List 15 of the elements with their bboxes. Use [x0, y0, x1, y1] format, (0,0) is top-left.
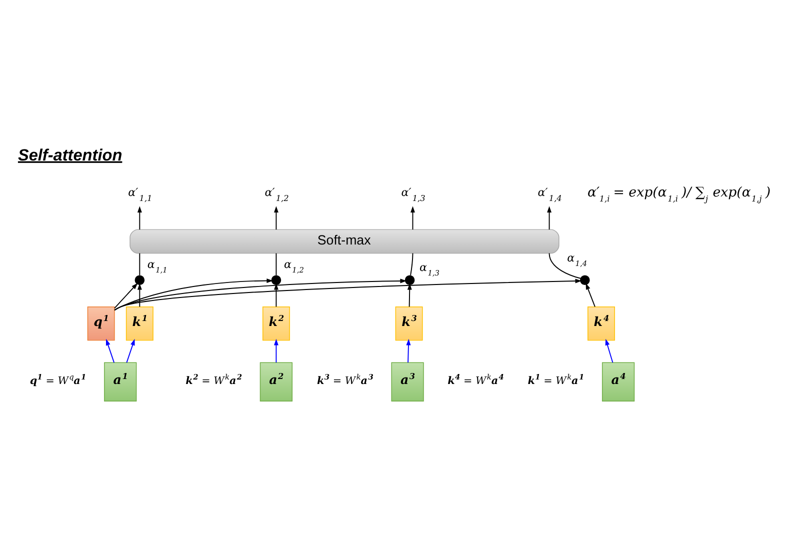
label: k$^{2}$ = W$^{k}$a$^{2}$ — [186, 372, 242, 386]
node-text: α′$_{1,1}$ — [128, 185, 152, 202]
node-label: α$_{1,2}$ — [284, 258, 304, 274]
label: α′$_{1,i}$ = exp(α$_{1,i}$ )/ ∑$_{j}$ exp(α$_{1,j}$ ) — [588, 184, 771, 203]
node-label: α$_{1,1}$ — [147, 258, 168, 274]
label: k$^{1}$ = W$^{k}$a$^{1}$ — [528, 372, 584, 386]
node-text: α′$_{1,3}$ — [401, 185, 426, 202]
node-text: α′$_{1,4}$ — [538, 185, 562, 202]
node-label: α$_{1,4}$ — [567, 250, 588, 268]
node-label: α$_{1,3}$ — [420, 260, 440, 278]
diagram-title: Self-attention — [18, 146, 122, 164]
label: k$^{3}$ = W$^{k}$a$^{3}$ — [317, 372, 374, 386]
node-text: α′$_{1,2}$ — [264, 185, 289, 202]
label: k$^{4}$ = W$^{k}$a$^{4}$ — [448, 372, 504, 386]
label: q$^{1}$ = W$^{q}$a$^{1}$ — [30, 372, 86, 386]
